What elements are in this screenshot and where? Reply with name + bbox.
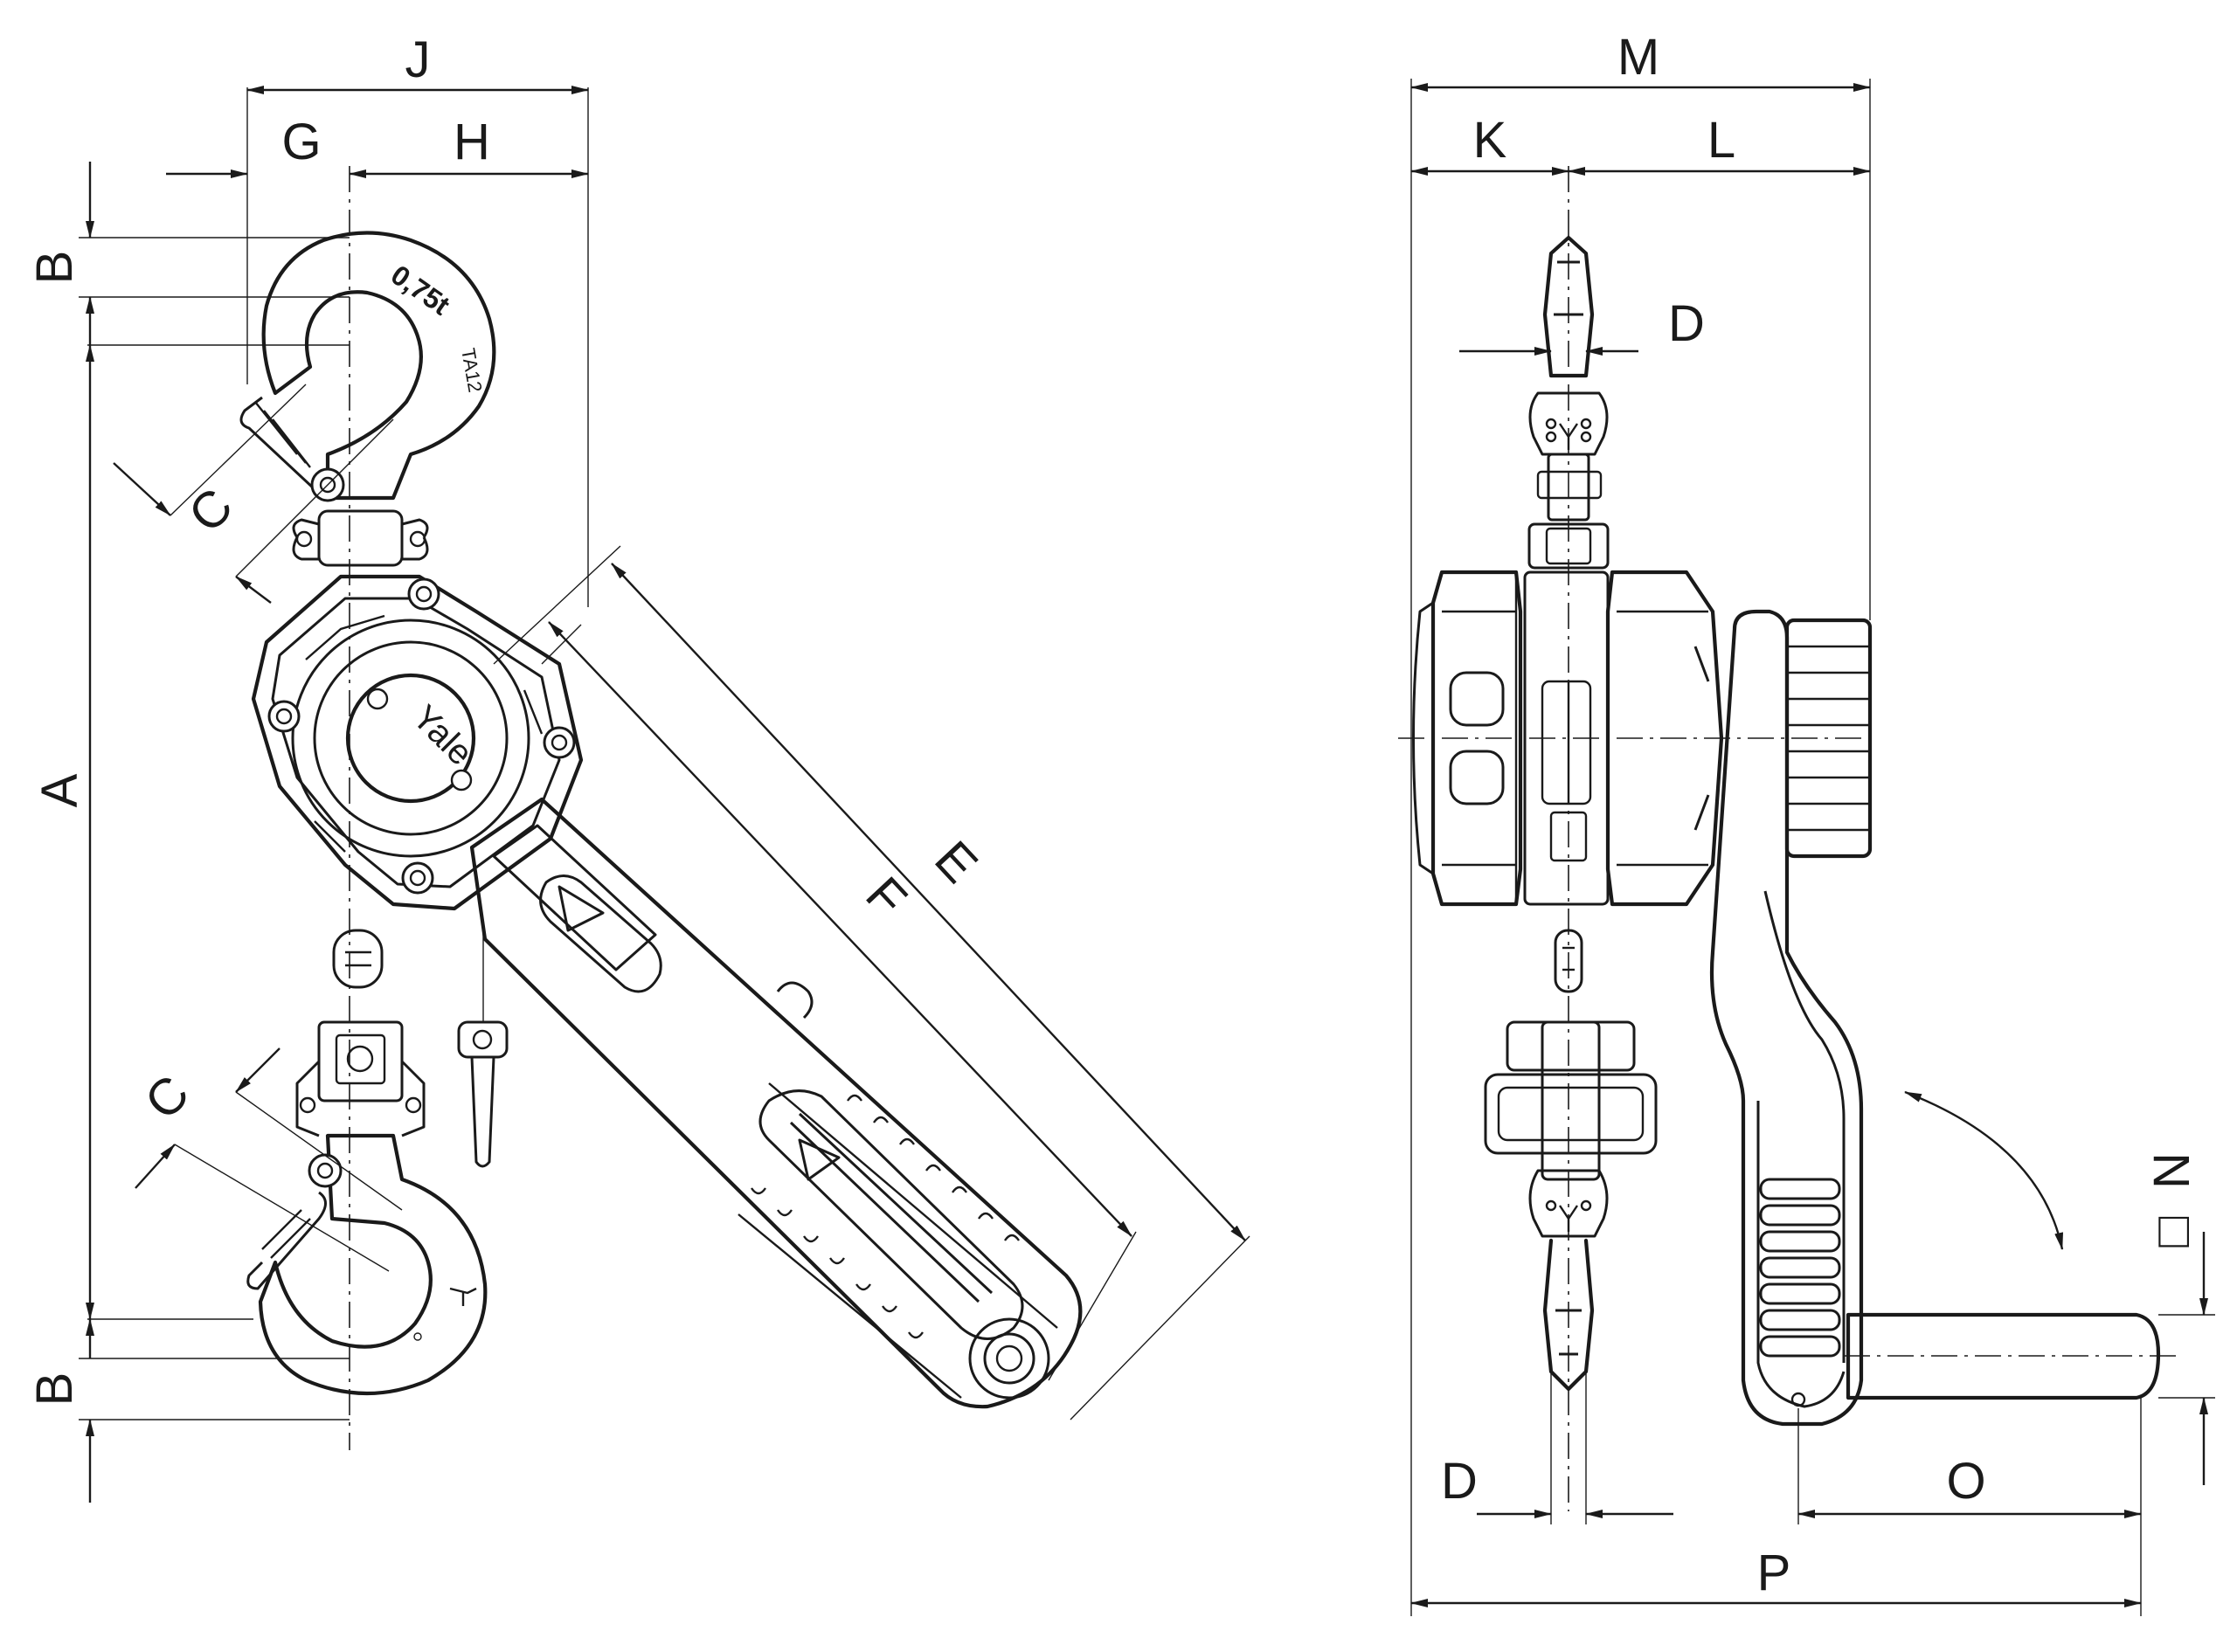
dim-label-G: G xyxy=(281,114,321,170)
side-knob xyxy=(1784,618,1873,859)
dim-label-N: N xyxy=(2144,1152,2200,1189)
side-view: M K L D D O P xyxy=(1398,29,2215,1616)
capacity-marking: 0,75t xyxy=(385,259,456,321)
bottom-hook xyxy=(246,1020,488,1396)
dim-label-A: A xyxy=(31,773,88,807)
hoist-body: Yale xyxy=(251,574,584,911)
dim-label-E: E xyxy=(924,830,988,894)
side-axle xyxy=(1844,1312,2176,1400)
side-dimensions: M K L D D O P xyxy=(1410,29,2215,1616)
lever-handle xyxy=(469,797,1083,1409)
dim-label-L: L xyxy=(1707,112,1735,169)
dim-label-M: M xyxy=(1617,29,1659,86)
dim-label-H: H xyxy=(454,114,490,170)
dim-label-J: J xyxy=(405,31,431,88)
side-bottom-hook xyxy=(1484,929,1658,1392)
locking-pin xyxy=(457,926,509,1168)
front-view: 0,75t TA12 Yale xyxy=(26,31,1250,1503)
dim-label-C-bottom: C xyxy=(134,1064,200,1130)
side-housing xyxy=(1412,570,1724,907)
dim-label-D-bottom: D xyxy=(1441,1453,1478,1510)
top-hook: 0,75t TA12 xyxy=(239,231,496,567)
side-top-hook xyxy=(1527,235,1610,570)
dim-label-F: F xyxy=(855,867,918,928)
hook-code-marking: TA12 xyxy=(457,347,486,395)
side-lever xyxy=(1709,609,1864,1427)
dim-label-B-bottom: B xyxy=(26,1372,83,1407)
square-symbol: □ xyxy=(2144,1216,2200,1247)
dim-label-P: P xyxy=(1757,1545,1791,1601)
dim-label-C-top: C xyxy=(177,477,244,543)
grip-ridges xyxy=(1759,1178,1841,1358)
dim-label-B-top: B xyxy=(26,251,83,285)
dim-label-K: K xyxy=(1473,112,1507,169)
dim-label-O: O xyxy=(1946,1453,1985,1510)
lever-swing-arrow xyxy=(1904,1090,2064,1250)
chain-link xyxy=(332,929,384,989)
front-dimensions: J G H A B B xyxy=(26,31,1250,1503)
dim-label-D-top: D xyxy=(1668,295,1705,352)
